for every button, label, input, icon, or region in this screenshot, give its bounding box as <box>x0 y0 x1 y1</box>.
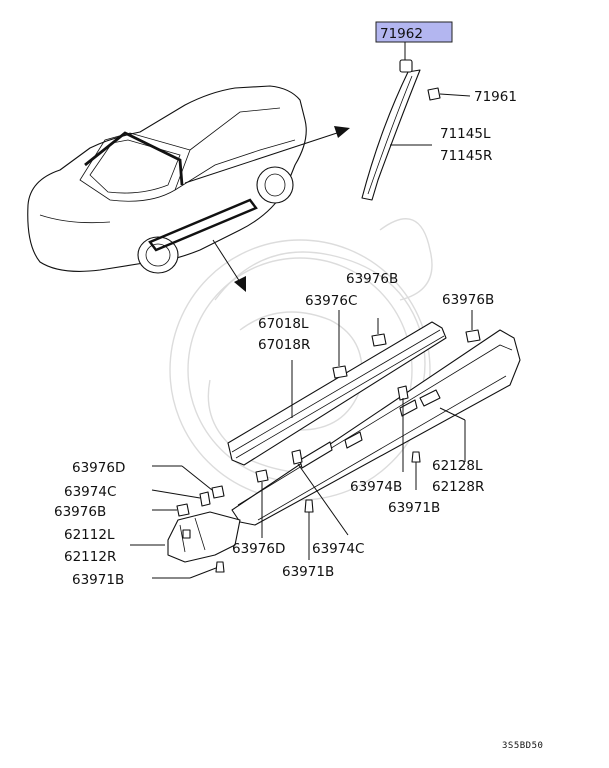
part-label-67018L[interactable]: 67018L <box>258 316 309 332</box>
part-label-71145R[interactable]: 71145R <box>440 148 492 164</box>
highlight-box <box>375 21 453 43</box>
clip-63976B-a <box>371 318 387 347</box>
part-label-67018R[interactable]: 67018R <box>258 337 310 353</box>
mud-guard-62112 <box>167 511 241 563</box>
screw-63971B-b <box>411 451 421 490</box>
part-label-62112R[interactable]: 62112R <box>64 549 116 565</box>
part-label-62128L[interactable]: 62128L <box>432 458 483 474</box>
part-label-63971B[interactable]: 63971B <box>388 500 440 516</box>
clip-63976C <box>332 310 348 379</box>
clip-63976D-a <box>211 485 225 499</box>
part-labels: 71962 71961 71145L 71145R 63976B 63976C … <box>54 26 517 588</box>
clip-63974C-b <box>291 449 349 536</box>
clip-fasteners <box>176 310 481 573</box>
part-label-63976C[interactable]: 63976C <box>305 293 357 309</box>
part-label-63976B[interactable]: 63976B <box>54 504 106 520</box>
part-label-62128R[interactable]: 62128R <box>432 479 484 495</box>
leader-lines <box>130 360 466 579</box>
pointer-arrows <box>184 126 350 292</box>
screw-63971B-a <box>215 561 225 573</box>
part-label-63974C[interactable]: 63974C <box>64 484 116 500</box>
clip-63976B-b <box>465 310 481 343</box>
part-label-63971B[interactable]: 63971B <box>282 564 334 580</box>
diagram-code: 3S5BD50 <box>502 741 543 751</box>
part-label-71145L[interactable]: 71145L <box>440 126 491 142</box>
sill-cover-62128 <box>231 329 521 526</box>
clip-63976D-b <box>255 469 269 538</box>
part-label-71962[interactable]: 71962 <box>380 26 423 42</box>
clip-63974C-a <box>199 491 211 507</box>
clip-63974B <box>397 385 409 472</box>
part-label-63976B[interactable]: 63976B <box>442 292 494 308</box>
screw-63971B-c <box>304 499 314 560</box>
part-label-63974B[interactable]: 63974B <box>350 479 402 495</box>
part-label-63976B[interactable]: 63976B <box>346 271 398 287</box>
clip-63976B-c <box>176 503 190 517</box>
car-illustration <box>27 85 307 274</box>
part-label-71961[interactable]: 71961 <box>474 89 517 105</box>
part-label-63976D[interactable]: 63976D <box>232 541 285 557</box>
part-label-63974C[interactable]: 63974C <box>312 541 364 557</box>
pillar-trim-71145 <box>361 59 471 201</box>
part-label-62112L[interactable]: 62112L <box>64 527 115 543</box>
part-label-63971B[interactable]: 63971B <box>72 572 124 588</box>
sill-garnish-67018 <box>227 321 447 466</box>
part-label-63976D[interactable]: 63976D <box>72 460 125 476</box>
